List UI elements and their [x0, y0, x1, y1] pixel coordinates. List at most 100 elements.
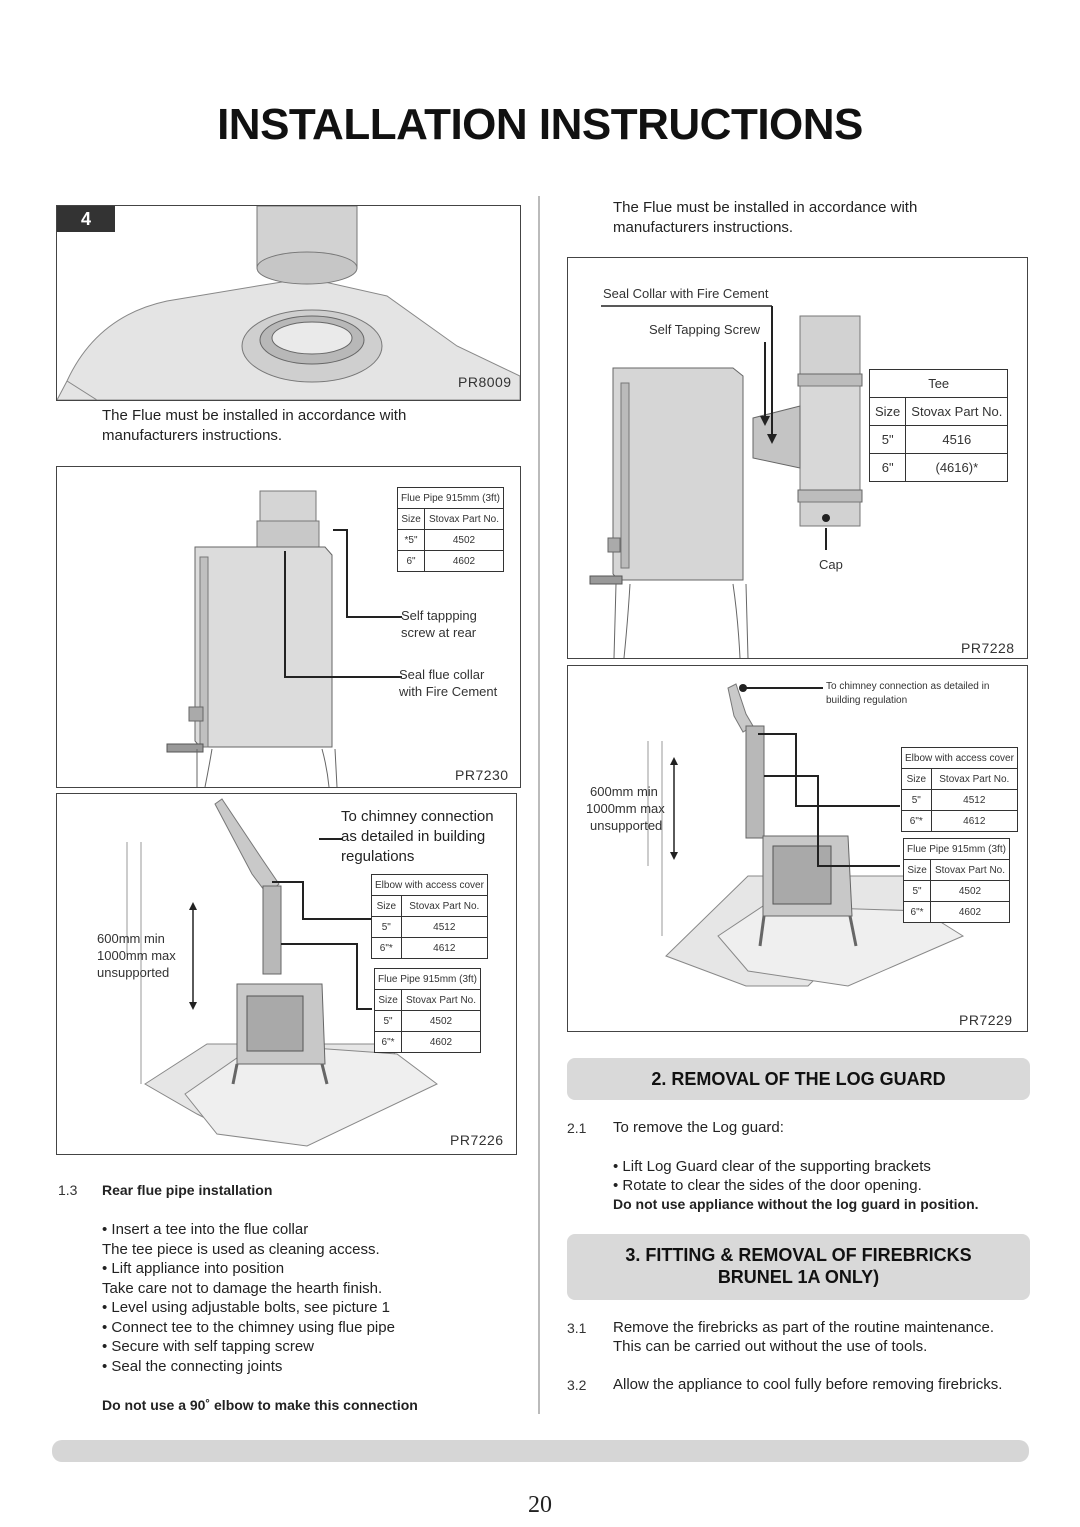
callout-label: with Fire Cement: [399, 684, 498, 699]
table-caption: Flue Pipe 915mm (3ft): [374, 968, 481, 990]
bullet-text: Connect tee to the chimney using flue pi…: [111, 1319, 395, 1336]
callout-label: building regulation: [826, 695, 908, 706]
footer-bar: [52, 1440, 1029, 1462]
table-header: Stovax Part No.: [930, 768, 1018, 790]
table-header: Stovax Part No.: [400, 895, 488, 917]
table-cell: 6": [396, 550, 426, 572]
table-cell: 4502: [424, 529, 504, 551]
table-cell: *5": [396, 529, 426, 551]
table-header: Stovax Part No.: [905, 397, 1009, 426]
table-cell: 4602: [401, 1031, 481, 1053]
body-line: Remove the firebricks as part of the rou…: [613, 1319, 995, 1336]
bullet-text: Insert a tee into the flue collar: [111, 1221, 309, 1238]
stove-side-illustration: [166, 490, 402, 787]
table-cell: 4612: [930, 810, 1018, 832]
table-cell: 4512: [930, 789, 1018, 811]
table-cell: 6"*: [371, 937, 402, 959]
figure-code: PR7230: [455, 767, 509, 783]
table-header: Stovax Part No.: [930, 859, 1010, 881]
table-header: Stovax Part No.: [424, 508, 504, 530]
table-cell: 6"*: [902, 901, 932, 923]
section-number: 3.1: [567, 1320, 587, 1336]
callout-label: To chimney connection: [341, 808, 494, 825]
figure-4: [56, 205, 521, 401]
page-number: 20: [528, 1492, 552, 1518]
section-heading-line: 3. FITTING & REMOVAL OF FIREBRICKS: [625, 1245, 972, 1265]
table-header: Size: [373, 989, 403, 1011]
bullet-text: Rotate to clear the sides of the door op…: [622, 1177, 922, 1194]
bullet-item: • Secure with self tapping screw: [102, 1338, 315, 1355]
figure-caption-line: The Flue must be installed in accordance…: [102, 407, 407, 424]
table-cell: 4502: [401, 1010, 481, 1032]
figure-code: PR7228: [961, 640, 1015, 656]
stove-chimney-illustration: [126, 798, 438, 1147]
table-cell: 4612: [400, 937, 488, 959]
bullet-item: • Rotate to clear the sides of the door …: [613, 1177, 922, 1194]
table-cell: 5": [373, 1010, 403, 1032]
table-header: Size: [396, 508, 426, 530]
body-line: Allow the appliance to cool fully before…: [613, 1376, 1003, 1393]
section-heading: 2. REMOVAL OF THE LOG GUARD: [567, 1058, 1030, 1100]
bullet-text: Lift Log Guard clear of the supporting b…: [622, 1158, 931, 1175]
warning-text: Do not use appliance without the log gua…: [613, 1196, 979, 1212]
table-cell: 4512: [400, 916, 488, 938]
callout-label: regulations: [341, 848, 415, 865]
body-line: The tee piece is used as cleaning access…: [102, 1241, 380, 1258]
dimension-label: 600mm min: [590, 784, 658, 799]
bullet-item: • Level using adjustable bolts, see pict…: [102, 1299, 390, 1316]
table-caption: Elbow with access cover: [901, 747, 1018, 769]
figure-caption-line: manufacturers instructions.: [102, 427, 283, 444]
table-cell: 5": [902, 880, 932, 902]
figure-pr7228: [567, 257, 1028, 659]
bullet-text: Seal the connecting joints: [111, 1358, 283, 1375]
table-caption: Flue Pipe 915mm (3ft): [397, 487, 504, 509]
section-number: 2.1: [567, 1120, 587, 1136]
bullet-item: • Lift Log Guard clear of the supporting…: [613, 1158, 931, 1175]
table-cell: 5": [901, 789, 932, 811]
bullet-item: • Seal the connecting joints: [102, 1358, 283, 1375]
intro-line: The Flue must be installed in accordance…: [613, 199, 918, 216]
table-cell: 4516: [905, 425, 1009, 454]
stove-chimney-illustration: [647, 683, 965, 987]
figure-code: PR7226: [450, 1132, 504, 1148]
figure-code: PR7229: [959, 1012, 1013, 1028]
stove-tee-illustration: [589, 305, 863, 658]
table-caption: Flue Pipe 915mm (3ft): [903, 838, 1010, 860]
callout-label: Cap: [819, 557, 843, 572]
callout-label: To chimney connection as detailed in: [826, 681, 990, 692]
figure-pr7229: [567, 665, 1028, 1032]
bullet-item: • Connect tee to the chimney using flue …: [102, 1319, 395, 1336]
table-cell: 5": [868, 425, 907, 454]
figure-number-badge: 4: [57, 206, 115, 232]
section-heading: 3. FITTING & REMOVAL OF FIREBRICKS BRUNE…: [567, 1234, 1030, 1300]
table-caption: Tee: [868, 369, 1009, 398]
column-divider: [538, 196, 540, 1414]
dimension-label: 600mm min: [97, 931, 165, 946]
dimension-label: unsupported: [97, 965, 170, 980]
bullet-text: Level using adjustable bolts, see pictur…: [111, 1299, 390, 1316]
bullet-item: • Lift appliance into position: [102, 1260, 285, 1277]
table-cell: 6": [868, 453, 907, 482]
body-line: This can be carried out without the use …: [613, 1338, 928, 1355]
table-caption: Elbow with access cover: [371, 874, 488, 896]
dimension-label: 1000mm max: [586, 801, 665, 816]
table-header: Size: [371, 895, 402, 917]
table-cell: 4602: [424, 550, 504, 572]
table-cell: 4502: [930, 880, 1010, 902]
table-cell: (4616)*: [905, 453, 1009, 482]
callout-label: Self tappping: [401, 608, 477, 623]
figure-4-illustration: [57, 206, 520, 400]
bullet-text: Lift appliance into position: [111, 1260, 285, 1277]
body-line: Take care not to damage the hearth finis…: [102, 1280, 383, 1297]
callout-label: Seal Collar with Fire Cement: [603, 286, 769, 301]
section-heading: Rear flue pipe installation: [102, 1182, 273, 1198]
table-header: Stovax Part No.: [401, 989, 481, 1011]
intro-line: manufacturers instructions.: [613, 219, 794, 236]
table-header: Size: [901, 768, 932, 790]
table-cell: 4602: [930, 901, 1010, 923]
